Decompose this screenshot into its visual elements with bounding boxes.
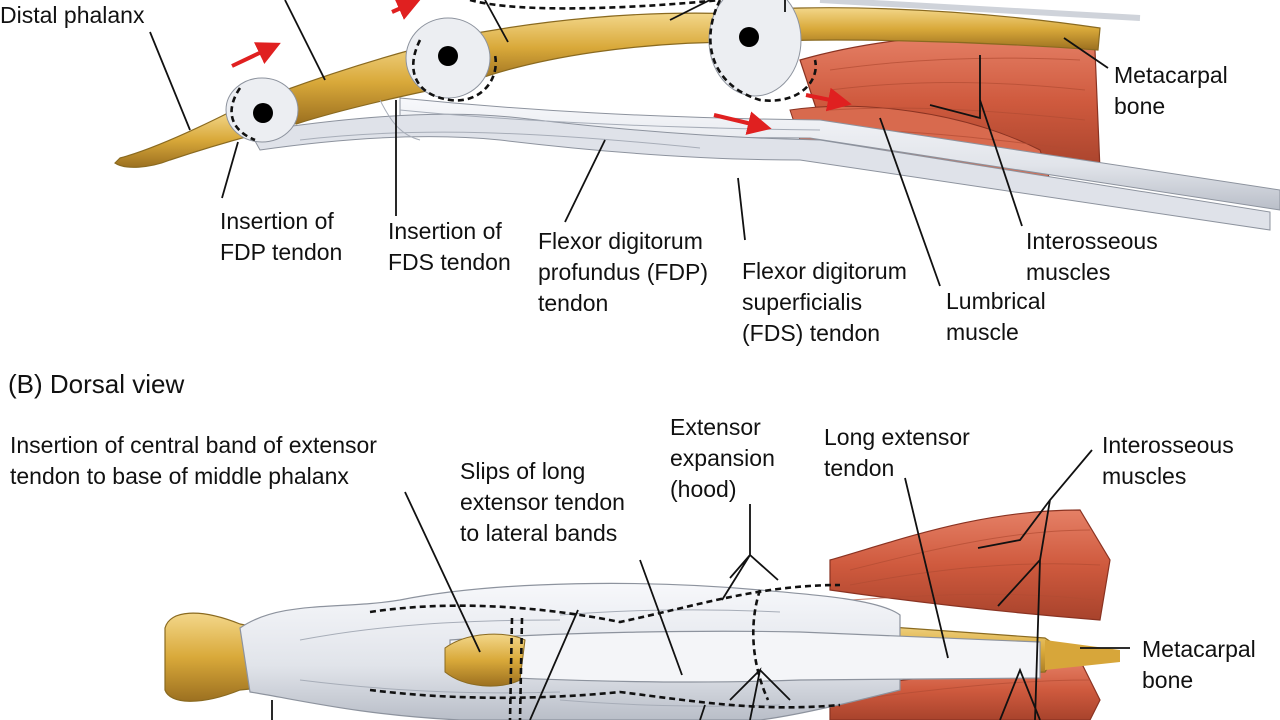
dorsal-interosseous-upper (829, 509, 1111, 621)
label-long-extensor-tendon: Long extensor tendon (824, 424, 970, 481)
dorsal-view (164, 449, 1130, 720)
label-extensor-expansion: Extensor expansion (hood) (670, 414, 775, 502)
label-extensor-slips: Slips of long extensor tendon to lateral… (460, 458, 625, 546)
red-arrow-3 (713, 111, 772, 135)
palmar-view (114, 0, 1280, 287)
mcp-joint-capsule (708, 0, 802, 97)
label-dorsal-metacarpal-bone: Metacarpal bone (1142, 636, 1256, 693)
label-dorsal-interosseous: Interosseous muscles (1102, 432, 1234, 489)
red-arrow-1 (231, 42, 281, 68)
proximal-phalanx-bone (449, 12, 743, 83)
red-arrow-4 (805, 87, 852, 112)
red-arrow-2 (391, 0, 421, 20)
label-fds-tendon: Flexor digitorum superficialis (FDS) ten… (742, 258, 907, 346)
label-palmar-metacarpal-bone: Metacarpal bone (1114, 62, 1228, 119)
dorsal-view-title: (B) Dorsal view (8, 369, 185, 399)
label-distal-phalanx: Distal phalanx (0, 2, 145, 28)
pip-joint-axis-dot (438, 46, 458, 66)
mcp-joint-axis-dot (739, 27, 759, 47)
label-insertion-fds: Insertion of FDS tendon (388, 218, 511, 275)
dip-joint-axis-dot (253, 103, 273, 123)
label-lumbrical-muscle: Lumbrical muscle (946, 288, 1046, 345)
label-fdp-tendon: Flexor digitorum profundus (FDP) tendon (538, 228, 709, 316)
label-insertion-fdp: Insertion of FDP tendon (220, 208, 343, 265)
label-palmar-interosseous: Interosseous muscles (1026, 228, 1158, 285)
long-extensor-tendon-shape (449, 630, 1041, 683)
label-central-band-insertion: Insertion of central band of extensor te… (10, 432, 377, 489)
palmar-metacarpal-bone (738, 7, 1101, 51)
central-band-bone-window (444, 633, 526, 687)
